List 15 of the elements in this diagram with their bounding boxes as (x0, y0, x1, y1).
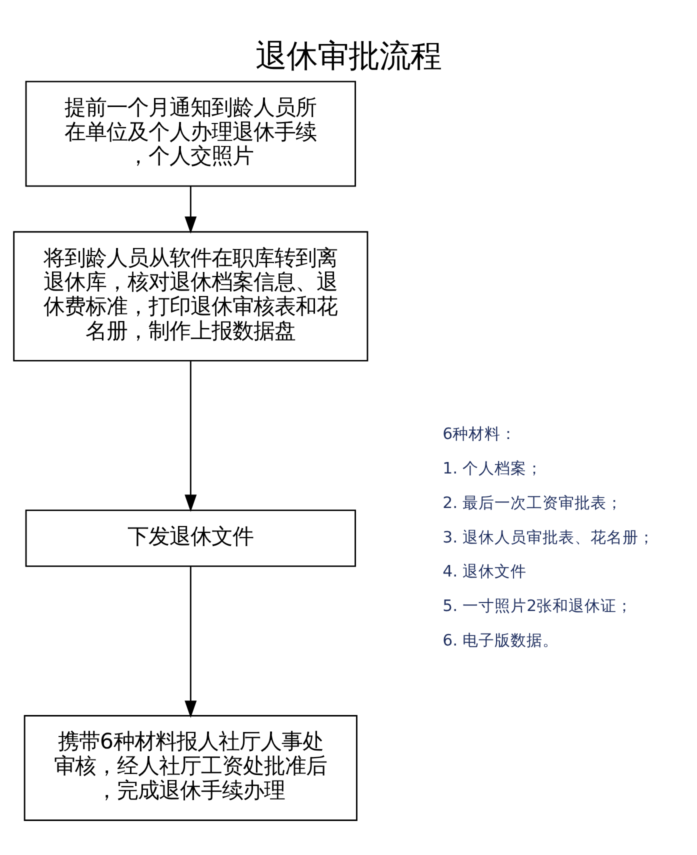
node-box: 将到龄人员从软件在职库转到离退休库，核对退休档案信息、退休费标准，打印退休审核表和花名册，制作上报数据盘 (13, 230, 368, 361)
label: 6. 电子版数据。 (442, 630, 559, 649)
node-box: 携带6种材料报人社厅人事处审核，经人社厅工资处批准后，完成退休手续办理 (24, 714, 358, 820)
arrow (184, 566, 197, 718)
label: 2. 最后一次工资审批表； (442, 492, 623, 512)
label: 4. 退休文件 (442, 561, 527, 580)
label: 3. 退休人员审批表、花名册； (442, 526, 655, 546)
label: 6种材料： (442, 424, 517, 443)
label: 1. 个人档案； (442, 458, 543, 478)
label: 5. 一寸照片2张和退休证； (442, 595, 633, 614)
diagram-title: 退休审批流程 (256, 38, 442, 74)
node-box: 提前一个月通知到龄人员所在单位及个人办理退休手续，个人交照片 (25, 80, 356, 186)
arrow (184, 186, 197, 234)
node-box: 下发退休文件 (25, 509, 356, 566)
arrow (184, 360, 197, 512)
